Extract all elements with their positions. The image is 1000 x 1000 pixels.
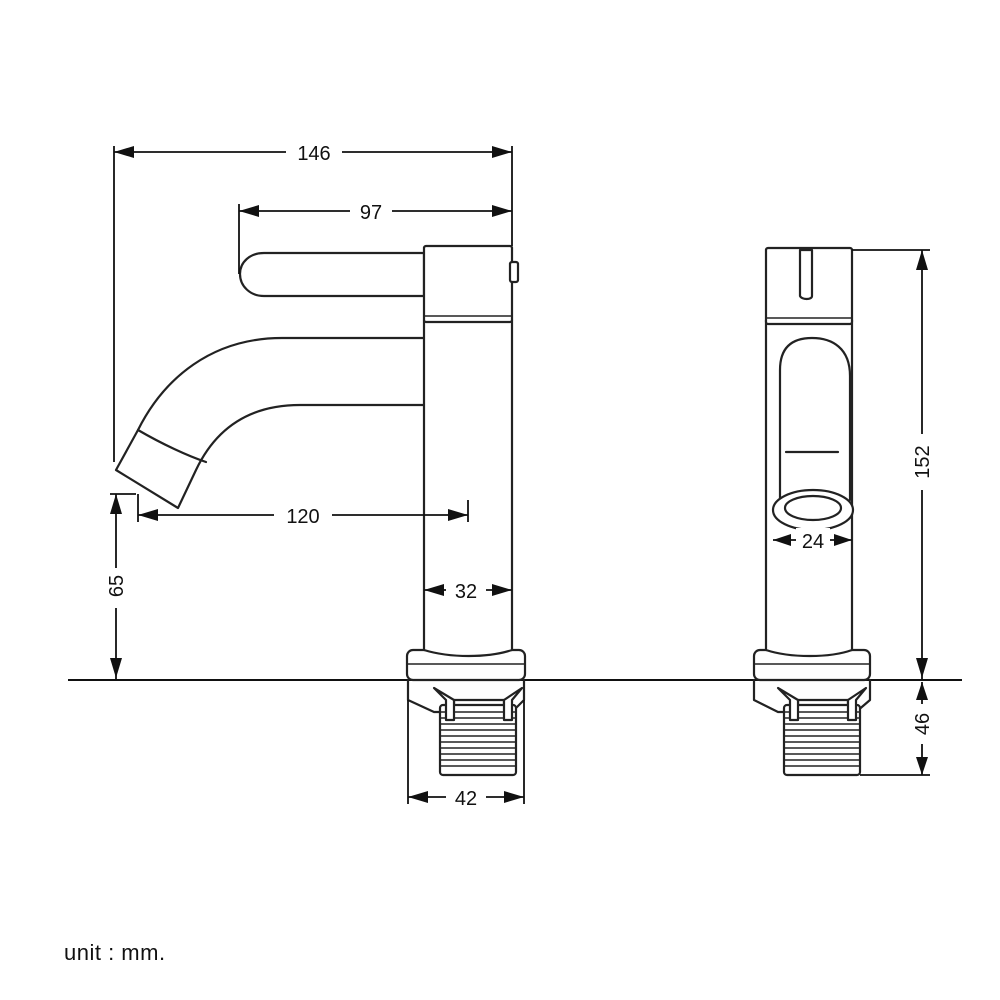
side-spout bbox=[778, 336, 852, 510]
front-body bbox=[422, 318, 514, 658]
dim-base-diameter: 42 bbox=[407, 700, 525, 810]
dim-handle-length: 97 bbox=[238, 199, 512, 274]
dim-spout-reach: 120 bbox=[137, 494, 469, 528]
dim-spout-height-label: 65 bbox=[106, 575, 128, 597]
side-view bbox=[752, 246, 872, 777]
dim-shank-length: 46 bbox=[860, 682, 934, 776]
dim-overall-height: 152 bbox=[852, 249, 934, 680]
dim-overall-length-label: 146 bbox=[297, 143, 330, 165]
dim-outlet-diameter: 24 bbox=[773, 528, 852, 553]
front-handle-lever bbox=[238, 251, 426, 298]
front-handle-cap bbox=[422, 244, 514, 324]
dim-base-diameter-label: 42 bbox=[455, 788, 477, 810]
dim-body-diameter-label: 32 bbox=[455, 581, 477, 603]
dim-handle-length-label: 97 bbox=[360, 202, 382, 224]
dim-spout-height: 65 bbox=[104, 493, 136, 680]
side-spout-outlet bbox=[783, 494, 843, 522]
side-handle-slot bbox=[798, 248, 814, 301]
front-view bbox=[114, 244, 527, 777]
front-base-nut bbox=[406, 678, 526, 777]
dim-spout-reach-label: 120 bbox=[286, 506, 319, 528]
dim-overall-height-label: 152 bbox=[912, 445, 934, 478]
unit-label: unit : mm. bbox=[64, 940, 166, 965]
dim-shank-length-label: 46 bbox=[912, 713, 934, 735]
dim-outlet-diameter-label: 24 bbox=[802, 531, 824, 553]
dim-body-diameter: 32 bbox=[424, 578, 512, 603]
front-spout bbox=[114, 336, 440, 510]
side-base-nut bbox=[752, 678, 872, 777]
dim-overall-length: 146 bbox=[113, 140, 513, 462]
